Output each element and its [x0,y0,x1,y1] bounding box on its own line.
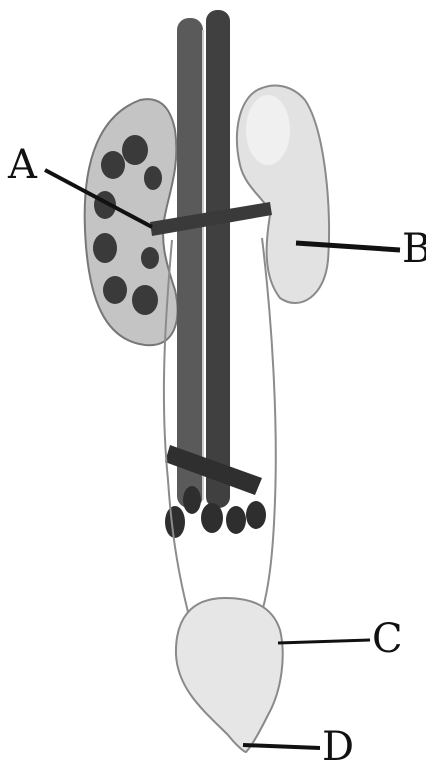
label-d: D [322,724,354,767]
leader-d [243,745,320,748]
right-kidney [237,86,329,303]
leader-c [278,640,370,643]
label-b: B [402,226,426,272]
label-a: A [7,142,38,188]
bladder [176,598,283,752]
label-c: C [372,616,403,662]
